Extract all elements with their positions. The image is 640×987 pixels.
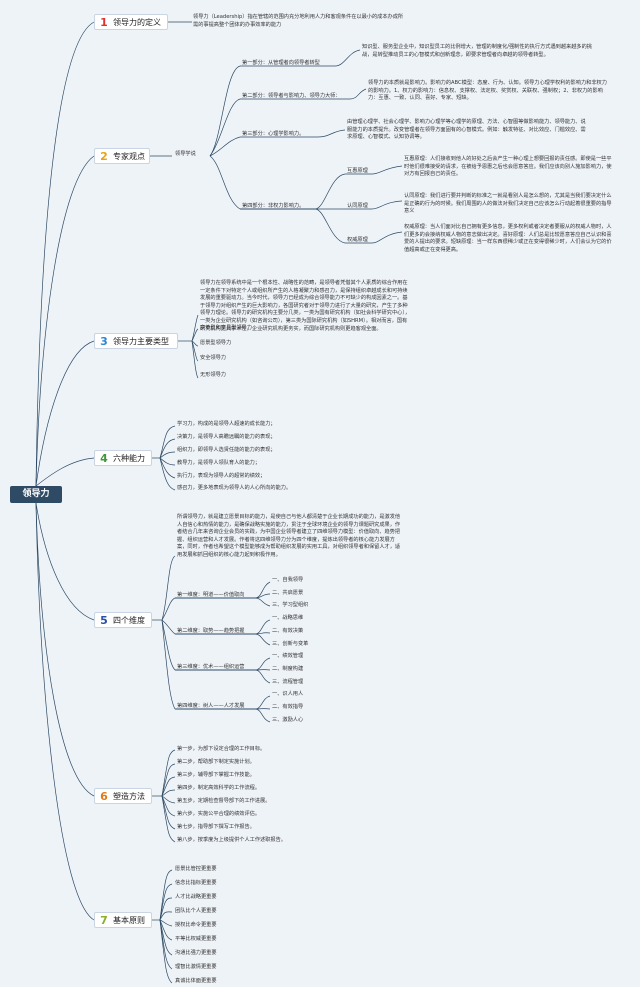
- branch-title: 领导力的定义: [113, 18, 161, 27]
- principle-item[interactable]: 理智比激情更重要: [175, 964, 217, 970]
- method-step[interactable]: 第八步，按季度为上级提供个人工作述职报告。: [177, 837, 286, 843]
- expert-part1-label[interactable]: 第一部分：从管理者向领导者转型: [242, 60, 320, 66]
- branch-title: 基本原则: [113, 916, 145, 925]
- branch-title: 专家观点: [113, 152, 145, 161]
- ability-item[interactable]: 执行力，表现为领导人的超常的绩效；: [177, 473, 266, 479]
- definition-text: 领导力（Leadership）指在管辖的范围内充分地利用人力和客观条件在以最小的…: [193, 14, 404, 28]
- principle-item[interactable]: 愿景比管控更重要: [175, 866, 217, 872]
- branch-principles[interactable]: 7 基本原则: [94, 912, 152, 928]
- branch-title: 塑造方法: [113, 792, 145, 801]
- ability-item[interactable]: 教导力，是领导人领队育人的能力；: [177, 460, 261, 466]
- dimension-sub-item[interactable]: 三、学习型组织: [272, 602, 309, 608]
- branch-number: 1: [100, 16, 108, 29]
- type-item[interactable]: 安全领导力: [200, 355, 226, 361]
- expert-theory-label[interactable]: 领导学说: [175, 151, 196, 157]
- branch-title: 领导力主要类型: [113, 337, 169, 346]
- principle-item[interactable]: 团队比个人更重要: [175, 908, 217, 914]
- branch-number: 4: [100, 452, 108, 465]
- branch-title: 四个维度: [113, 616, 145, 625]
- dimension-sub-item[interactable]: 二、共启愿景: [272, 590, 304, 596]
- method-step[interactable]: 第一步，为部下设定合理的工作目标。: [177, 746, 266, 752]
- principle-social-proof-text: 认同原理：我们进行要并判断的标准之一就是看别人是怎么想的，尤其是当我们要决定什么…: [404, 193, 612, 215]
- principle-item[interactable]: 人才比战略更重要: [175, 894, 217, 900]
- dimension-label[interactable]: 第一维度：明道——价值取向: [177, 592, 245, 598]
- branch-expert-views[interactable]: 2 专家观点: [94, 148, 150, 164]
- principle-item[interactable]: 沟通比强力更重要: [175, 950, 217, 956]
- type-item[interactable]: 愿景型领导力: [200, 340, 232, 346]
- branch-methods[interactable]: 6 塑造方法: [94, 788, 152, 804]
- type-item[interactable]: 无形领导力: [200, 372, 226, 378]
- branch-number: 2: [100, 150, 108, 163]
- types-intro-text: 领导力在领导系统中是一个根本性、战略性的范畴，是领导者凭借其个人素质的综合作用在…: [200, 280, 411, 332]
- dimension-sub-item[interactable]: 一、战略思维: [272, 615, 304, 621]
- expert-part2-label[interactable]: 第二部分：领导者与影响力、领导力大师：: [242, 93, 341, 99]
- dimension-label[interactable]: 第三维度：优术——组织运营: [177, 664, 245, 670]
- principle-item[interactable]: 真诚比体面更重要: [175, 978, 217, 984]
- branch-number: 6: [100, 790, 108, 803]
- method-step[interactable]: 第七步，指导部下撰写工作报告。: [177, 824, 255, 830]
- principle-item[interactable]: 平等比权威更重要: [175, 936, 217, 942]
- principle-item[interactable]: 信念比指标更重要: [175, 880, 217, 886]
- branch-number: 3: [100, 335, 108, 348]
- principle-authority-label[interactable]: 权威原理: [347, 237, 368, 243]
- principle-item[interactable]: 授权比命令更重要: [175, 922, 217, 928]
- expert-part1-text: 知识型、服务型企业中，知识型员工的比例增大，管理的制度化/强制性的执行方式遇到越…: [362, 44, 592, 58]
- branch-types[interactable]: 3 领导力主要类型: [94, 333, 178, 349]
- ability-item[interactable]: 组织力，即领导人选贤任能的能力的表现；: [177, 447, 276, 453]
- branch-title: 六种能力: [113, 454, 145, 463]
- expert-part3-label[interactable]: 第三部分：心理学影响力。: [242, 131, 305, 137]
- dimension-label[interactable]: 第四维度：树人——人才发展: [177, 703, 245, 709]
- method-step[interactable]: 第三步，辅导部下掌握工作技能。: [177, 772, 255, 778]
- ability-item[interactable]: 学习力，构成的是领导人超速的成长能力；: [177, 421, 276, 427]
- method-step[interactable]: 第六步，实施公平合理的绩效评估。: [177, 811, 261, 817]
- ability-item[interactable]: 决策力，是领导人高瞻远瞩的能力的表现；: [177, 434, 276, 440]
- dimension-sub-item[interactable]: 二、有效指导: [272, 704, 304, 710]
- root-node[interactable]: 领导力: [10, 486, 62, 503]
- principle-authority-text: 权威原理：当人们面对比自己拥有更多信息，更多权利或者决定者要服从的权威人物时，人…: [404, 224, 612, 253]
- dimension-sub-item[interactable]: 二、有效决策: [272, 628, 304, 634]
- branch-abilities[interactable]: 4 六种能力: [94, 450, 152, 466]
- dimension-sub-item[interactable]: 三、激励人心: [272, 717, 304, 723]
- expert-part4-label[interactable]: 第四部分：非权力影响力。: [242, 203, 305, 209]
- principle-social-proof-label[interactable]: 认同原理: [347, 203, 368, 209]
- principle-reciprocity-text: 互惠原理：人们接收到他人的好处之后会产生一种心理上想要回报的责任感。即使是一些平…: [404, 156, 612, 178]
- dimension-sub-item[interactable]: 三、流程管理: [272, 679, 304, 685]
- branch-definition[interactable]: 1 领导力的定义: [94, 14, 168, 30]
- dimension-sub-item[interactable]: 三、创新与变革: [272, 641, 309, 647]
- dimensions-intro-text: 所谓领导力，就是建立愿景目标的能力，是使自己与他人都清楚于企业长期成功的能力，是…: [177, 514, 401, 558]
- principle-reciprocity-label[interactable]: 互惠原理: [347, 168, 368, 174]
- ability-item[interactable]: 感召力，更多地表现为领导人的人心所向的能力。: [177, 485, 292, 491]
- branch-number: 5: [100, 614, 108, 627]
- method-step[interactable]: 第五步，定期检查督导部下的工作进展。: [177, 798, 271, 804]
- type-item[interactable]: 变革型和交易型领导力: [200, 325, 252, 331]
- expert-part3-text: 由管理心理学、社会心理学、影响力心理学等心理学的原理、方法、心智图等做影响能力、…: [347, 119, 586, 141]
- dimension-label[interactable]: 第二维度：取势——趋势把握: [177, 628, 245, 634]
- dimension-sub-item[interactable]: 二、制度构建: [272, 666, 304, 672]
- method-step[interactable]: 第四步，制定高效科学的工作流程。: [177, 785, 261, 791]
- dimension-sub-item[interactable]: 一、绩效管理: [272, 653, 304, 659]
- expert-part2-text: 领导力的本质就是影响力。影响力的ABC模型：态度、行为、认知。领导力心理学权利的…: [368, 80, 607, 102]
- method-step[interactable]: 第二步，帮助部下制定实施计划。: [177, 759, 255, 765]
- branch-dimensions[interactable]: 5 四个维度: [94, 612, 152, 628]
- dimension-sub-item[interactable]: 一、识人用人: [272, 691, 304, 697]
- dimension-sub-item[interactable]: 一、自我领导: [272, 577, 304, 583]
- branch-number: 7: [100, 914, 108, 927]
